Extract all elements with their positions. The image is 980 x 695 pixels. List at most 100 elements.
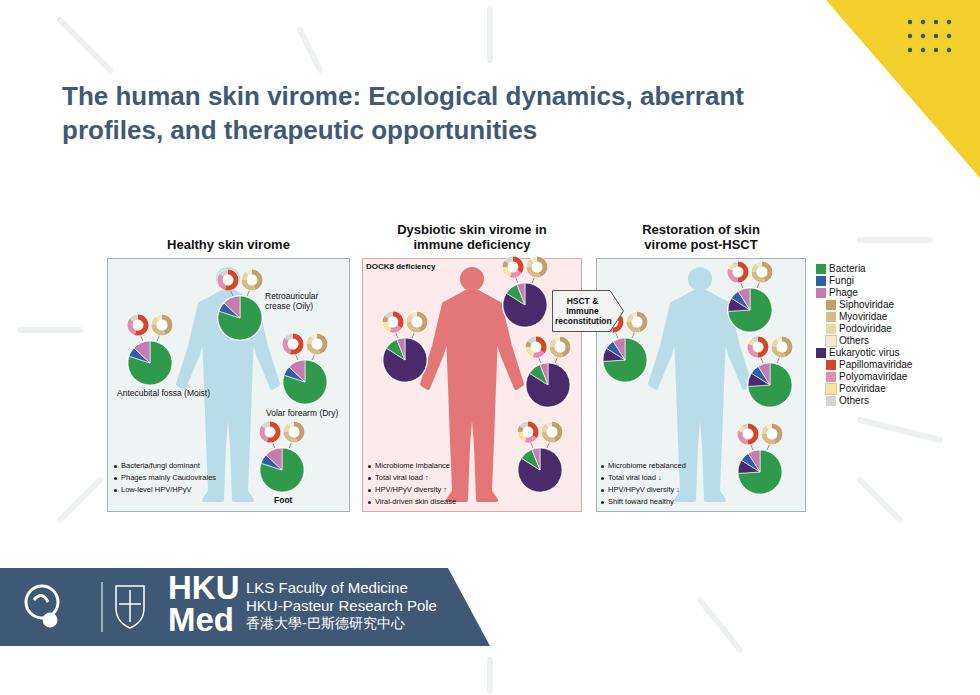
- donut-slice: [774, 341, 777, 347]
- panel-heading: Healthy skin virome: [119, 238, 339, 253]
- donut-slice: [505, 267, 511, 275]
- donut-slice: [285, 339, 291, 351]
- title: The human skin virome: Ecological dynami…: [62, 80, 852, 148]
- donut-ground: [306, 333, 328, 355]
- donut-ground: [525, 336, 547, 358]
- pie-slice: [613, 338, 625, 360]
- donut-slice: [268, 424, 278, 440]
- donut-ground: [541, 421, 563, 443]
- pie-slice: [748, 450, 760, 472]
- donut-slice: [529, 267, 539, 275]
- legend-swatch: [816, 276, 826, 286]
- pie-slice: [606, 341, 625, 360]
- donut-slice: [534, 352, 543, 355]
- donut-slice: [532, 259, 537, 261]
- donut-ground: [517, 421, 539, 443]
- pie-ground: [525, 362, 571, 408]
- legend-text: Myoviridae: [826, 311, 887, 322]
- pie-tick: [767, 441, 771, 450]
- legend-entry: Eukaryotic virus: [816, 347, 900, 359]
- donut-slice: [222, 272, 228, 275]
- pie-ground: [127, 340, 173, 386]
- pie-tick: [289, 439, 293, 448]
- pie-tick: [529, 439, 533, 448]
- donut-slice: [317, 336, 325, 352]
- legend-text: Poxviridae: [826, 383, 886, 394]
- donut-slice: [162, 317, 170, 333]
- donut-slice: [552, 424, 560, 440]
- legend-swatch: [826, 312, 836, 322]
- pie-tick: [532, 274, 536, 283]
- donut-ground: [747, 336, 769, 358]
- donut-slice: [393, 314, 401, 327]
- note-bullet: Phages mainly Caudovirales: [114, 473, 216, 482]
- donut-slice: [754, 266, 757, 272]
- pie-ground: [382, 337, 428, 383]
- donut-slice: [528, 347, 534, 355]
- note-bullet: Microbiome rebalanced: [601, 461, 686, 470]
- neck: [223, 286, 233, 296]
- pie-ground: [727, 287, 773, 333]
- donut-slice: [764, 428, 767, 434]
- legend-swatch: [826, 300, 836, 310]
- donut-slice: [733, 264, 738, 266]
- donut-slice: [750, 341, 753, 345]
- donut-slice: [262, 427, 268, 439]
- donut-slice: [629, 322, 639, 330]
- donut-slice: [767, 426, 772, 428]
- legend-entry: Poxviridae: [826, 383, 886, 395]
- donut-slice: [748, 426, 756, 442]
- donut-slice: [605, 320, 613, 330]
- pie-slice: [748, 363, 792, 407]
- pie-slice: [751, 366, 770, 385]
- donut-slice: [286, 426, 289, 432]
- pie-slice: [218, 296, 262, 340]
- head: [460, 267, 484, 291]
- pie-slice: [383, 338, 427, 382]
- site-label: Foot: [274, 495, 292, 505]
- note-bullet: Total viral load ↑: [368, 473, 429, 482]
- legend-text: Siphoviridae: [826, 299, 894, 310]
- legend-entry: Papillomaviridae: [826, 359, 912, 371]
- legend-entry: Others: [826, 335, 869, 347]
- legend-swatch: [826, 372, 836, 382]
- arrow-box: HSCT & Immune reconstitution: [552, 290, 624, 332]
- donut-slice: [157, 317, 162, 319]
- legend-text: Eukaryotic virus: [816, 347, 900, 358]
- pie-ground: [517, 447, 563, 493]
- donut-ground: [217, 269, 239, 291]
- note-bullet: Viral-driven skin disease: [368, 497, 456, 506]
- pie-tick: [632, 329, 636, 338]
- pie-slice: [728, 298, 750, 311]
- donut-slice: [264, 424, 270, 427]
- legend-text: Podoviridae: [826, 323, 892, 334]
- donut-ground: [761, 423, 783, 445]
- pie-ground: [259, 447, 305, 493]
- note-bullet: Total viral load ↓: [601, 473, 662, 482]
- note-bullet: HPV/HPyV diversity ↓: [601, 485, 680, 494]
- pie-slice: [603, 338, 647, 382]
- donut-slice: [753, 339, 758, 341]
- legend-entry: Myoviridae: [826, 311, 887, 323]
- pie-slice: [386, 340, 405, 360]
- note-bullet: Bacteria/fungi dominant: [114, 461, 200, 470]
- legend-text: Phage: [816, 287, 858, 298]
- donut-slice: [774, 347, 784, 355]
- pie-slice: [526, 363, 570, 407]
- donut-slice: [220, 275, 226, 287]
- donut-ground: [502, 256, 524, 278]
- pie-ground: [602, 337, 648, 383]
- donut-slice: [412, 314, 417, 316]
- donut-slice: [289, 424, 294, 426]
- donut-slice: [608, 314, 613, 316]
- donut-slice: [312, 336, 317, 338]
- donut-slice: [309, 344, 319, 352]
- neck: [467, 286, 477, 296]
- donut-slice: [391, 327, 400, 330]
- pie-tick: [229, 287, 233, 296]
- pie-slice: [134, 341, 150, 363]
- site-label: Volar forearm (Dry): [266, 408, 338, 418]
- pie-tick: [547, 439, 551, 448]
- donut-slice: [520, 427, 522, 432]
- site-label: Retroauricular crease (Oily): [265, 291, 345, 311]
